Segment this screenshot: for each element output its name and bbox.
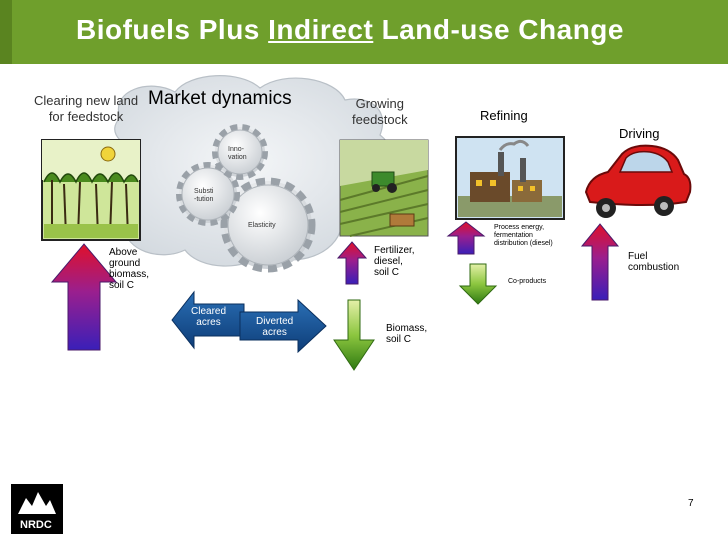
gear-label-innovation: Inno- vation [228,146,247,161]
gear-label-elasticity: Elasticity [248,222,276,229]
car-icon [584,144,692,218]
label-biomass-soil: Biomass, soil C [386,323,428,345]
page-number: 7 [688,498,694,509]
gear-elasticity-icon [220,177,316,273]
label-clearing: Clearing new land for feedstock [34,93,139,124]
slide-title: Biofuels Plus Indirect Land-use Change [76,14,624,45]
label-cleared-acres: Cleared acres [191,306,227,328]
coproducts-arrow [458,263,498,305]
sequestration-arrow-biomass [333,299,375,371]
label-process-energy: Process energy, fermentation distributio… [494,224,553,247]
emission-arrow-clearing [50,243,118,351]
title-underlined-word: Indirect [268,14,374,45]
label-above-ground-biomass: Above ground biomass, soil C [109,247,150,291]
refinery-image [455,136,565,220]
label-refining: Refining [480,108,528,123]
nrdc-logo: NRDC [11,484,63,534]
label-fertilizer: Fertilizer, diesel, soil C [374,245,415,278]
growing-feedstock-image [339,139,429,237]
diverted-acres-arrow [239,298,327,354]
label-growing: Growing feedstock [352,96,408,127]
gear-substitution-icon [176,162,240,226]
emission-arrow-growing [336,241,368,285]
title-bar-accent [0,0,12,64]
label-driving: Driving [619,126,660,141]
label-diverted-acres: Diverted acres [256,316,294,338]
emission-arrow-driving [580,223,620,301]
emission-arrow-refining [446,221,486,255]
gear-label-substitution: Substi -tution [194,188,214,203]
clearing-land-image [41,139,141,241]
logo-text: NRDC [20,519,52,531]
label-market-dynamics: Market dynamics [148,88,292,109]
label-fuel-combustion: Fuel combustion [628,251,680,273]
gear-innovation-icon [212,124,268,180]
label-coproducts: Co-products [508,278,547,285]
title-bar [0,0,728,64]
